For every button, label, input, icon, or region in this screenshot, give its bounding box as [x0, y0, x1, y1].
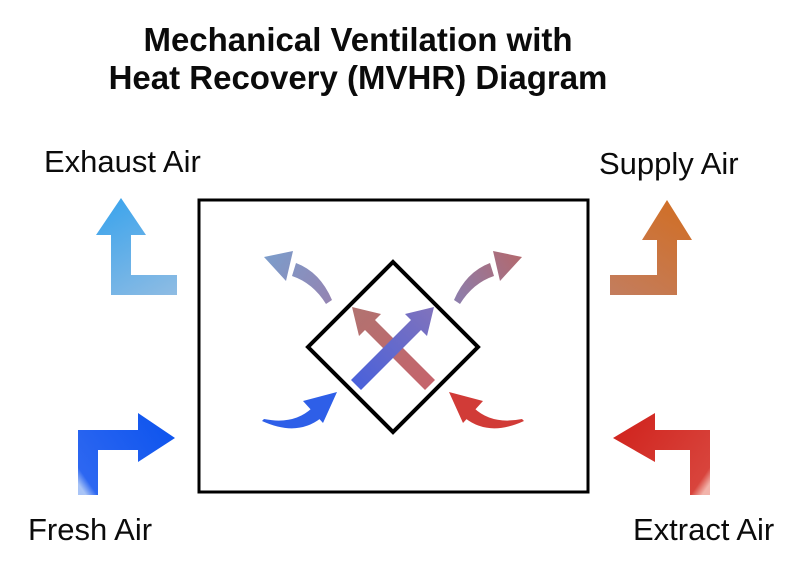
supply-air-label: Supply Air: [599, 146, 739, 181]
exhaust-air-label: Exhaust Air: [44, 144, 201, 179]
curved-arrow-warm-in-icon: [449, 392, 524, 429]
extract-air-label: Extract Air: [633, 512, 774, 547]
exhaust-air-arrow-icon: [96, 198, 177, 295]
curved-arrow-warm-out-icon: [454, 251, 522, 304]
curved-arrow-cold-out-icon: [264, 251, 332, 304]
fresh-air-label: Fresh Air: [28, 512, 152, 547]
supply-air-arrow-icon: [610, 200, 692, 295]
curved-arrow-cold-in-icon: [262, 392, 337, 429]
page-title-line-1: Mechanical Ventilation with: [143, 21, 572, 58]
extract-air-arrow-icon: [613, 413, 710, 495]
page-title-line-2: Heat Recovery (MVHR) Diagram: [109, 59, 608, 96]
heat-exchange-cold-arrow-icon: [351, 307, 434, 390]
fresh-air-arrow-icon: [78, 413, 175, 495]
